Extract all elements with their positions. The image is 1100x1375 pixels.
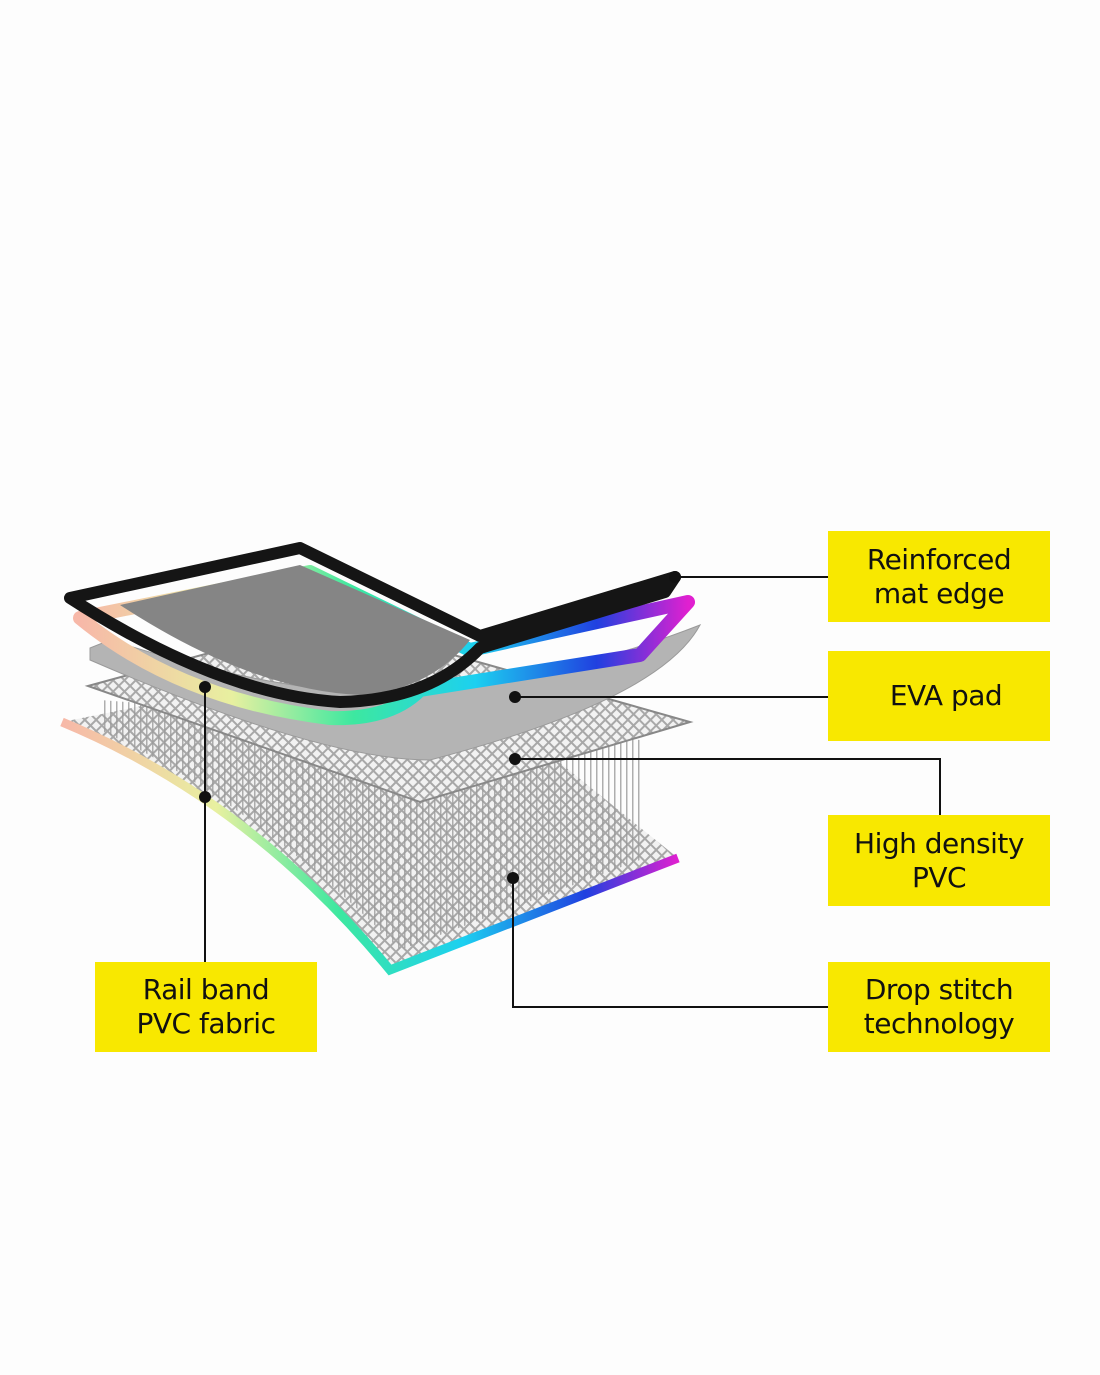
label-text: mat edge xyxy=(873,576,1005,610)
leader-high-density xyxy=(515,758,941,815)
label-text: technology xyxy=(863,1007,1015,1040)
label-text: Drop stitch xyxy=(864,973,1014,1006)
label-text: EVA pad xyxy=(889,679,1003,712)
label-text: Rail band xyxy=(142,973,270,1006)
label-drop-stitch-technology: Drop stitch technology xyxy=(828,962,1050,1052)
label-eva-pad: EVA pad xyxy=(828,651,1050,741)
reinforced-edge-frame xyxy=(64,542,681,708)
label-text: High density xyxy=(854,826,1024,860)
label-high-density-pvc: High density PVC xyxy=(828,815,1050,906)
label-text: PVC fabric xyxy=(136,1007,276,1040)
label-reinforced-mat-edge: Reinforced mat edge xyxy=(828,531,1050,622)
leader-drop-stitch xyxy=(512,878,828,1008)
label-text: Reinforced xyxy=(866,542,1012,576)
label-text: PVC xyxy=(911,860,967,894)
leader-dots xyxy=(199,571,681,884)
label-rail-band-pvc-fabric: Rail band PVC fabric xyxy=(95,962,317,1052)
leader-lines xyxy=(204,576,941,1008)
